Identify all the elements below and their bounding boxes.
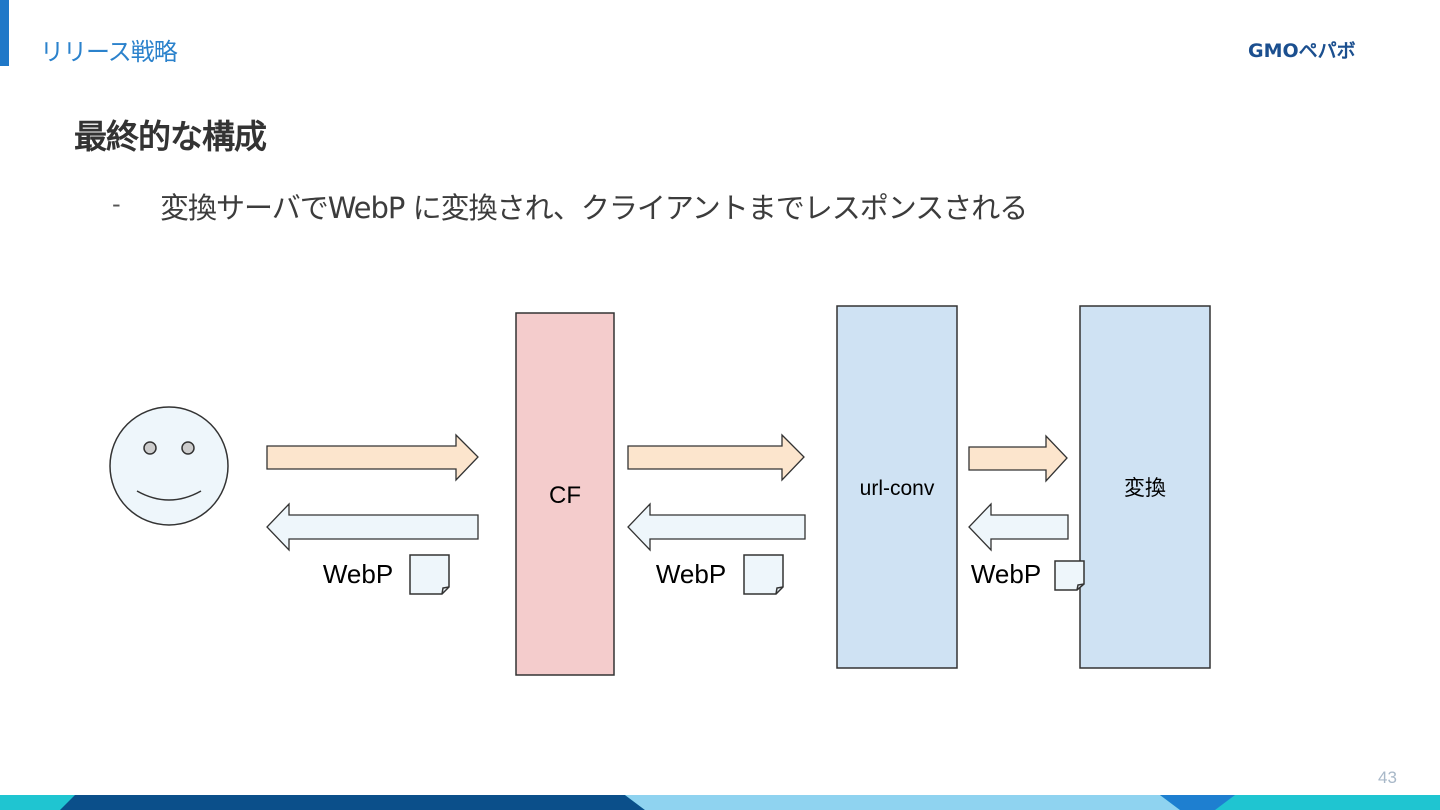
converter-node-label: 変換 xyxy=(1124,476,1166,500)
webp-label-client: WebP xyxy=(323,559,393,589)
bullet-dash: - xyxy=(112,190,121,218)
section-label: リリース戦略 xyxy=(40,38,178,66)
webp-label-cf: WebP xyxy=(656,559,726,589)
response-arrow-urlconv-to-cf xyxy=(627,502,806,552)
page-number: 43 xyxy=(1378,768,1397,787)
gmo-pepabo-logo: GMOペパボ xyxy=(1248,40,1356,62)
client-smiley-icon xyxy=(109,406,229,526)
webp-document-icon xyxy=(409,554,450,595)
response-arrow-converter-to-urlconv xyxy=(968,502,1069,552)
converter-node-box xyxy=(1079,305,1211,669)
cf-node-box xyxy=(515,312,615,676)
cf-node-label: CF xyxy=(549,482,581,509)
url-conv-node-label: url-conv xyxy=(860,477,935,500)
header-accent-bar xyxy=(0,0,9,66)
response-arrow-cf-to-client xyxy=(266,502,479,552)
request-arrow-client-to-cf xyxy=(266,433,479,482)
request-arrow-cf-to-urlconv xyxy=(627,433,805,482)
footer-band xyxy=(0,795,1440,810)
request-arrow-urlconv-to-converter xyxy=(968,434,1068,483)
bullet-text: 変換サーバでWebP に変換され、クライアントまでレスポンスされる xyxy=(160,191,1028,225)
webp-label-urlconv: WebP xyxy=(971,559,1041,589)
webp-document-icon xyxy=(743,554,784,595)
webp-document-icon xyxy=(1054,560,1085,591)
url-conv-node-box xyxy=(836,305,958,669)
slide-title: 最終的な構成 xyxy=(74,117,267,156)
